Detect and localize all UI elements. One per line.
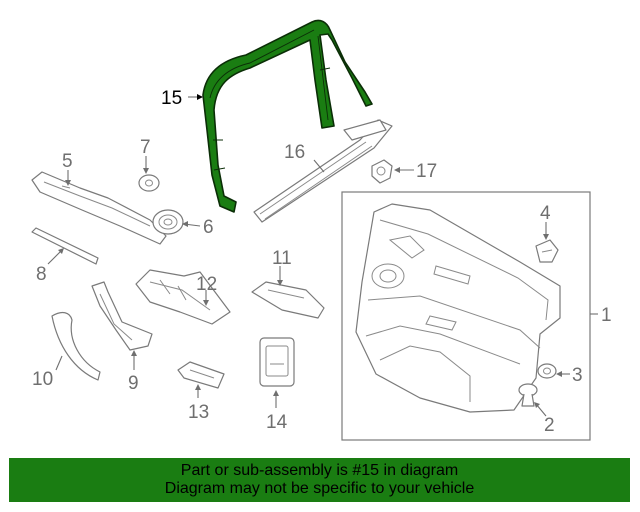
callout-14: 14 <box>266 412 288 433</box>
callout-11: 11 <box>272 248 292 269</box>
part-15-frame-seal[interactable] <box>202 19 373 213</box>
callout-7: 7 <box>140 137 151 158</box>
part-3-fastener[interactable] <box>537 363 557 379</box>
callout-17: 17 <box>416 161 437 182</box>
banner-line-1: Part or sub-assembly is #15 in diagram <box>180 462 459 479</box>
callout-1: 1 <box>601 305 612 326</box>
part-9-pull-handle[interactable] <box>91 281 153 351</box>
callout-labels: 15 16 17 5 7 6 8 11 12 9 10 13 14 1 4 3 … <box>32 88 612 436</box>
arrowhead-15 <box>197 94 203 100</box>
info-banner: Part or sub-assembly is #15 in diagram D… <box>9 458 630 502</box>
callout-4: 4 <box>540 203 551 224</box>
callout-9: 9 <box>128 373 139 394</box>
part-1-door-panel[interactable] <box>341 191 591 441</box>
part-7-grommet[interactable] <box>138 174 160 192</box>
callout-12: 12 <box>196 274 217 295</box>
callout-3: 3 <box>572 365 583 386</box>
callout-6: 6 <box>203 217 214 238</box>
callout-5: 5 <box>62 151 73 172</box>
callout-13: 13 <box>188 402 209 423</box>
part-2-push-pin[interactable] <box>518 383 538 407</box>
banner-line-2: Diagram may not be specific to your vehi… <box>164 480 475 497</box>
part-11-armrest-pad[interactable] <box>251 281 325 319</box>
leader-lines <box>47 94 598 417</box>
part-8-rod[interactable] <box>31 227 99 265</box>
part-6-speaker-cover[interactable] <box>152 209 184 235</box>
callout-10: 10 <box>32 369 53 390</box>
callout-16: 16 <box>284 142 305 163</box>
part-14-window-switch[interactable] <box>259 337 295 387</box>
part-17-clip[interactable] <box>371 159 393 184</box>
part-10-trim-arc[interactable] <box>51 311 101 381</box>
callout-15: 15 <box>161 88 182 109</box>
part-12-handle-bracket[interactable] <box>135 269 231 325</box>
callout-8: 8 <box>36 264 47 285</box>
part-4-clip[interactable] <box>535 239 559 263</box>
part-13-bracket[interactable] <box>177 361 225 389</box>
callout-2: 2 <box>544 415 555 436</box>
parts-diagram: 15 16 17 5 7 6 8 11 12 9 10 13 14 1 4 3 … <box>31 19 612 441</box>
